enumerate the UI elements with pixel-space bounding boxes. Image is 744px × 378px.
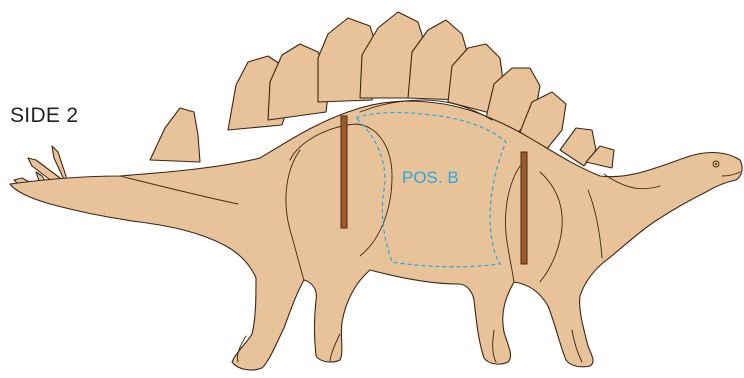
plate-tail-1 [150,108,200,162]
pupil-icon [715,163,717,165]
rear-strap [521,152,527,264]
position-b-label: POS. B [402,168,459,187]
dinosaur-body [10,101,742,370]
front-strap [341,116,347,228]
